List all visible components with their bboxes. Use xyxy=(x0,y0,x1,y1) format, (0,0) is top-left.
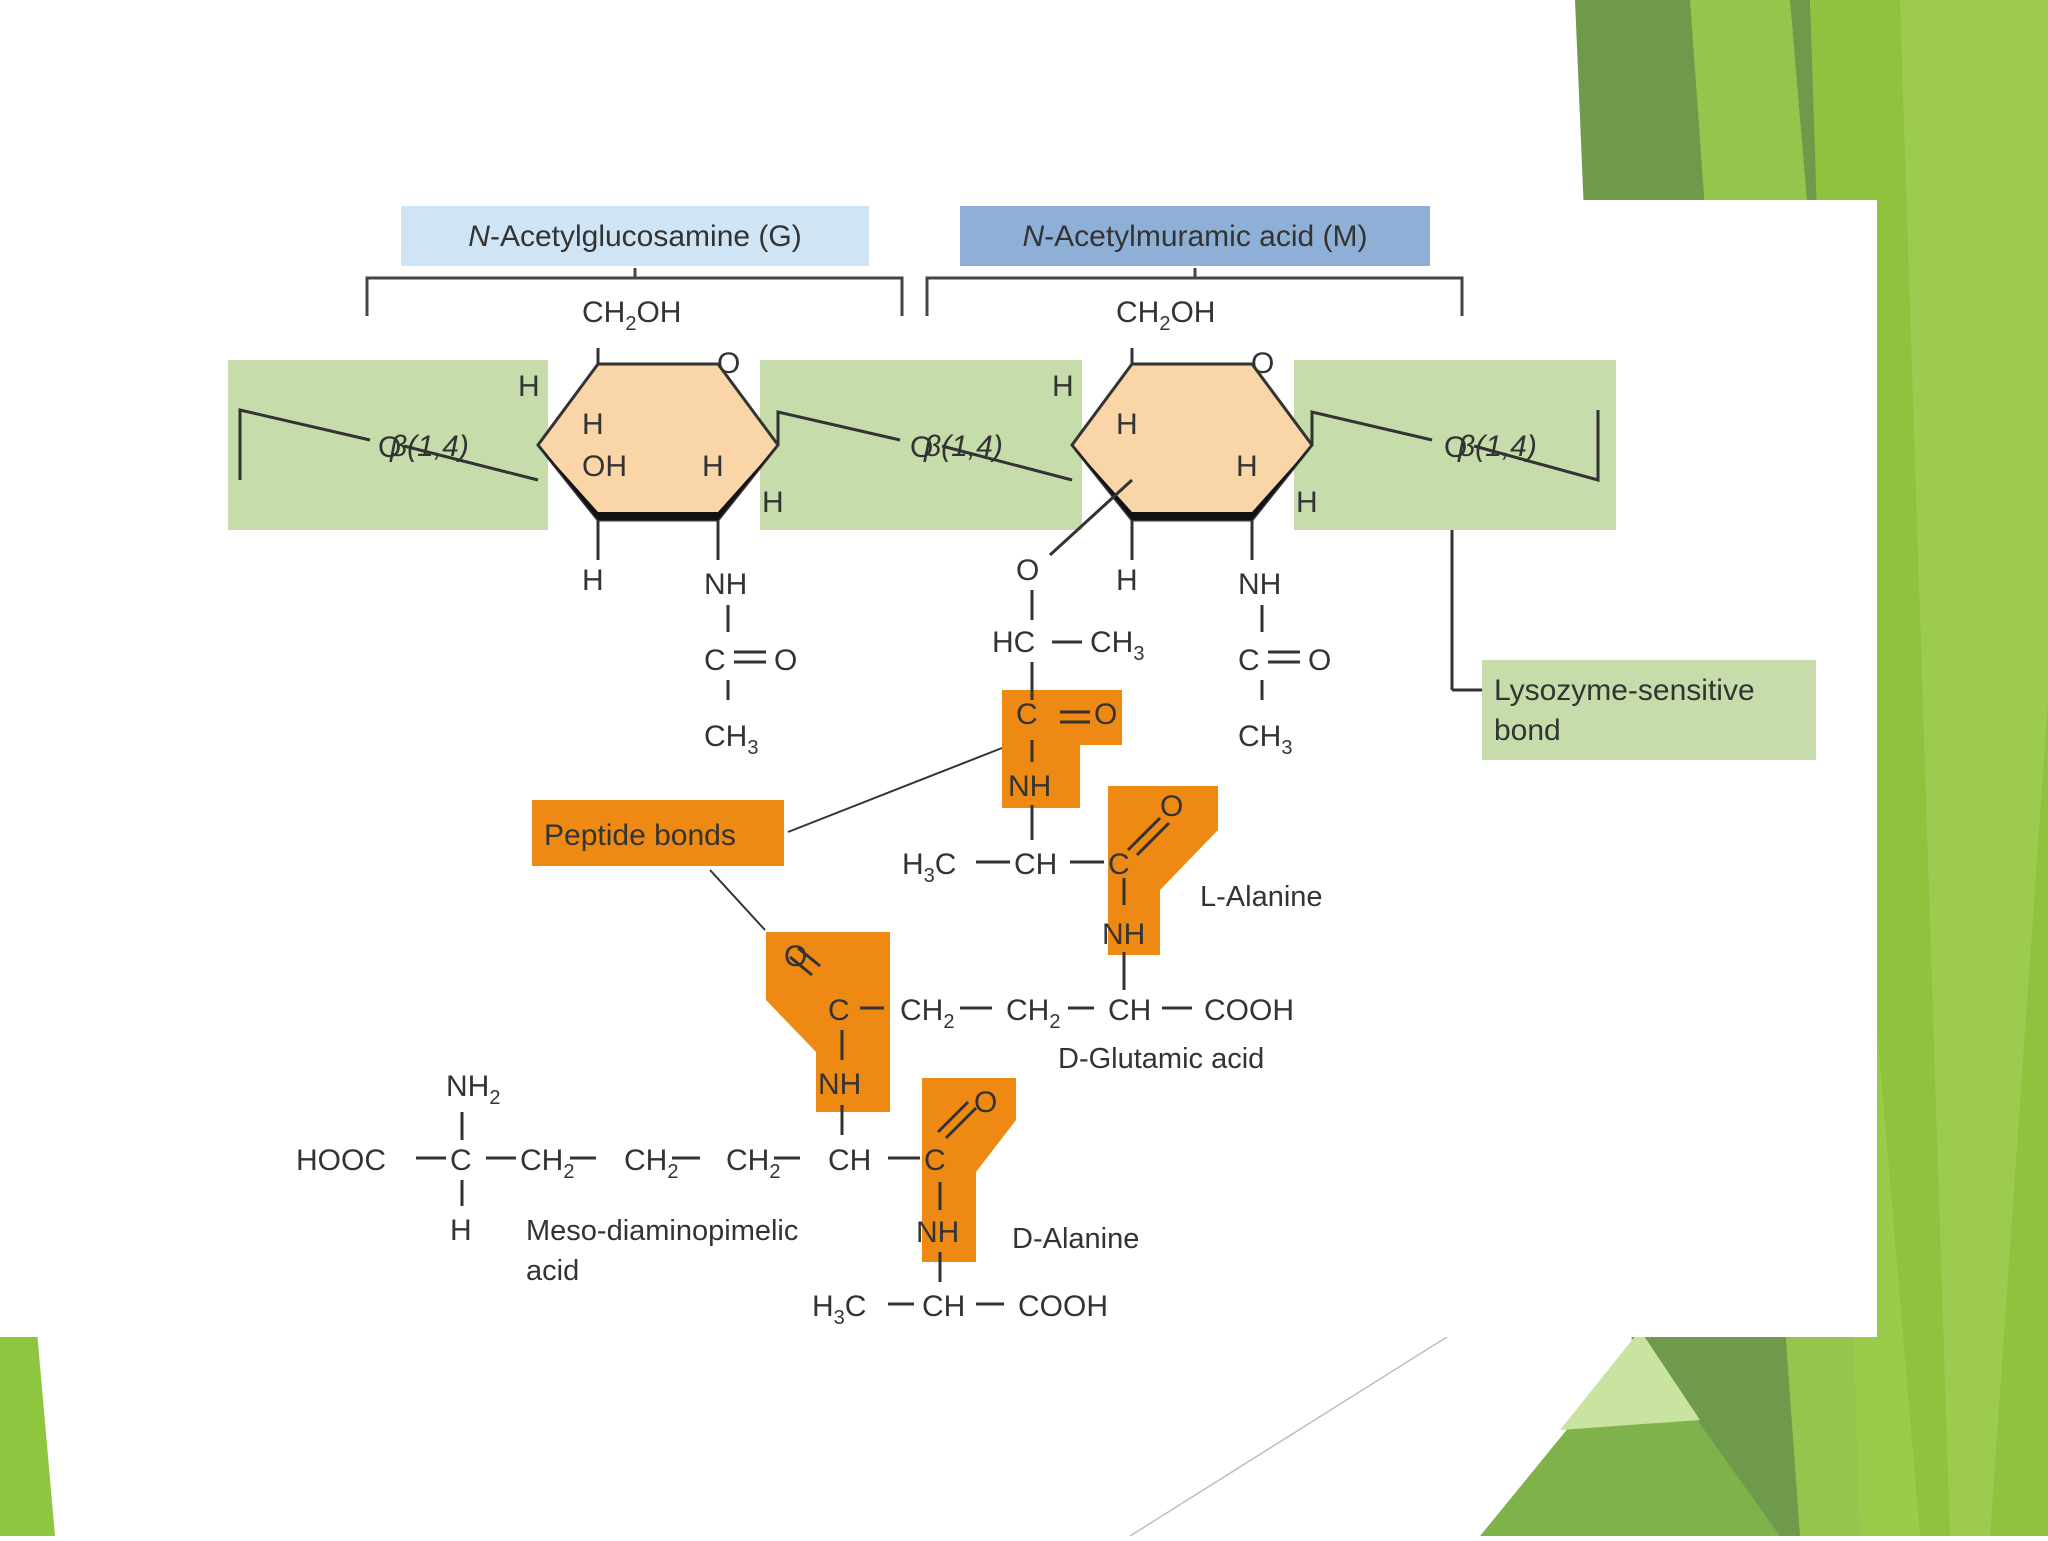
svg-text:H: H xyxy=(1052,370,1074,403)
svg-text:H: H xyxy=(1296,486,1318,519)
svg-text:NH2: NH2 xyxy=(446,1070,500,1109)
svg-text:O: O xyxy=(774,644,797,677)
svg-text:COOH: COOH xyxy=(1204,994,1294,1027)
svg-text:NH: NH xyxy=(704,568,747,601)
svg-text:H: H xyxy=(450,1214,472,1247)
nam-header-label: N-Acetylmuramic acid (M) xyxy=(1022,220,1367,253)
bond-zone-2 xyxy=(760,360,1082,530)
svg-text:HC: HC xyxy=(992,626,1035,659)
bond-zone-3 xyxy=(1294,360,1616,530)
svg-text:C: C xyxy=(1016,698,1038,731)
svg-text:H: H xyxy=(1236,450,1258,483)
svg-text:O: O xyxy=(717,347,740,380)
svg-text:COOH: COOH xyxy=(1018,1290,1108,1323)
svg-text:C: C xyxy=(450,1144,472,1177)
svg-text:HOOC: HOOC xyxy=(296,1144,386,1177)
svg-text:NH: NH xyxy=(1238,568,1281,601)
svg-text:C: C xyxy=(1108,848,1130,881)
svg-text:D-Glutamic acid: D-Glutamic acid xyxy=(1058,1043,1264,1075)
svg-text:C: C xyxy=(1238,644,1260,677)
peptide-bonds-label: Peptide bonds xyxy=(544,819,736,852)
brackets xyxy=(365,268,1464,316)
glycan-atoms: β(1,4) β(1,4) β(1,4) O O O O O CH2OH CH2… xyxy=(378,296,1537,759)
svg-text:H3C: H3C xyxy=(812,1290,866,1329)
svg-text:O: O xyxy=(784,940,807,973)
peptide-chain-bonds xyxy=(416,662,1192,1306)
svg-text:CH2: CH2 xyxy=(520,1144,574,1183)
svg-text:O: O xyxy=(1094,698,1117,731)
svg-text:O: O xyxy=(910,431,933,464)
svg-text:CH2: CH2 xyxy=(1006,994,1060,1033)
peptide-highlights xyxy=(766,690,1218,1262)
glycan-double-bonds xyxy=(734,640,1300,664)
peptide-bonds-box xyxy=(532,800,784,866)
svg-text:CH: CH xyxy=(828,1144,871,1177)
svg-text:O: O xyxy=(378,431,401,464)
svg-text:CH2OH: CH2OH xyxy=(1116,296,1215,335)
svg-text:O: O xyxy=(1160,790,1183,823)
svg-text:C: C xyxy=(924,1144,946,1177)
nam-header-box xyxy=(960,206,1430,266)
svg-text:CH2: CH2 xyxy=(900,994,954,1033)
svg-text:β(1,4): β(1,4) xyxy=(389,430,469,463)
svg-text:CH: CH xyxy=(1014,848,1057,881)
svg-text:CH: CH xyxy=(922,1290,965,1323)
pointer-lines xyxy=(709,747,1003,931)
svg-text:L-Alanine: L-Alanine xyxy=(1200,881,1323,913)
svg-text:O: O xyxy=(1308,644,1331,677)
peptide-3 xyxy=(766,932,890,1112)
svg-text:C: C xyxy=(704,644,726,677)
svg-text:CH2OH: CH2OH xyxy=(582,296,681,335)
svg-text:O: O xyxy=(1251,347,1274,380)
svg-text:O: O xyxy=(974,1086,997,1119)
svg-text:H: H xyxy=(1116,408,1138,441)
nag-header-label: N-Acetylglucosamine (G) xyxy=(468,220,801,253)
bottom-right-wedge xyxy=(1480,1340,1780,1536)
svg-text:O: O xyxy=(1444,431,1467,464)
lysozyme-label-1: Lysozyme-sensitive xyxy=(1494,674,1755,707)
svg-text:H: H xyxy=(518,370,540,403)
svg-text:D-Alanine: D-Alanine xyxy=(1012,1223,1139,1255)
lysozyme-label-2: bond xyxy=(1494,714,1561,747)
svg-text:CH3: CH3 xyxy=(1238,720,1292,759)
svg-text:β(1,4): β(1,4) xyxy=(923,430,1003,463)
peptide-2 xyxy=(1108,786,1218,955)
peptide-atoms: C O NH H3C CH C O NH L-Alanine O C CH2 C… xyxy=(296,698,1323,1329)
nag-header-box xyxy=(401,206,869,266)
svg-text:CH2: CH2 xyxy=(624,1144,678,1183)
svg-text:CH: CH xyxy=(1108,994,1151,1027)
svg-text:OH: OH xyxy=(582,450,627,483)
svg-text:H: H xyxy=(762,486,784,519)
svg-text:H: H xyxy=(1116,564,1138,597)
svg-text:H: H xyxy=(582,564,604,597)
bond-zone-1 xyxy=(228,360,548,530)
svg-text:CH3: CH3 xyxy=(704,720,758,759)
svg-text:H3C: H3C xyxy=(902,848,956,887)
svg-text:Meso-diaminopimelic: Meso-diaminopimelic xyxy=(526,1215,798,1247)
svg-text:CH2: CH2 xyxy=(726,1144,780,1183)
svg-text:H: H xyxy=(582,408,604,441)
right-green-band-pale xyxy=(1900,0,2048,1536)
svg-text:NH: NH xyxy=(1102,918,1145,951)
svg-text:acid: acid xyxy=(526,1255,579,1287)
lysozyme-box xyxy=(1482,660,1816,760)
glycan-bonds xyxy=(238,348,1600,700)
bottom-thin-line xyxy=(1129,1334,1451,1537)
svg-text:NH: NH xyxy=(916,1216,959,1249)
bottom-right-wedge-light xyxy=(1560,1330,1700,1430)
svg-text:CH3: CH3 xyxy=(1090,626,1144,665)
svg-text:O: O xyxy=(1016,554,1039,587)
svg-text:β(1,4): β(1,4) xyxy=(1457,430,1537,463)
svg-text:NH: NH xyxy=(1008,770,1051,803)
svg-text:H: H xyxy=(702,450,724,483)
svg-text:NH: NH xyxy=(818,1068,861,1101)
svg-text:C: C xyxy=(828,994,850,1027)
peptide-1 xyxy=(1002,690,1122,808)
